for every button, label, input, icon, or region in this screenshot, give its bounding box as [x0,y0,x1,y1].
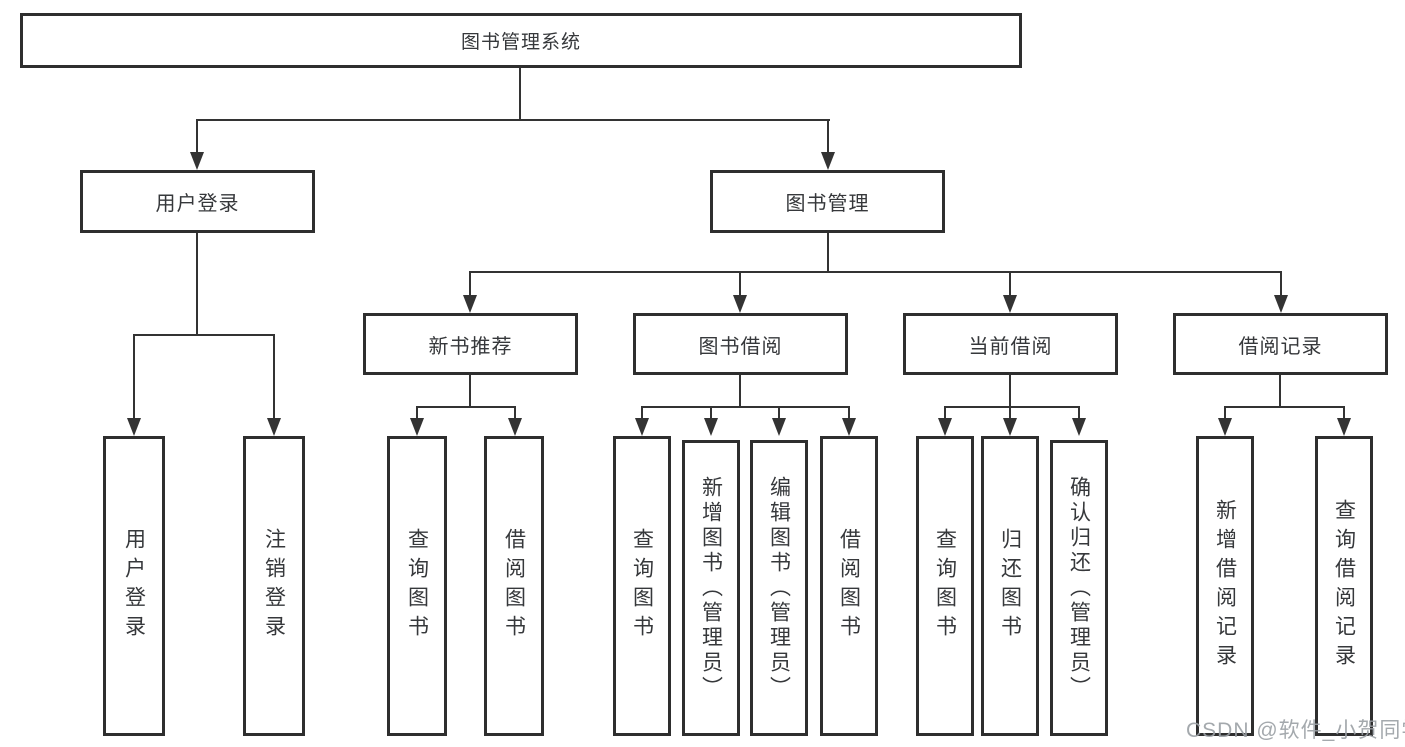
leaf-bb-add-book-admin: 新增图书（管理员） [682,440,740,736]
connector-stem [514,406,516,422]
arrowhead-down-icon [1003,295,1017,313]
arrowhead-down-icon [1337,418,1351,436]
node-label: 新增借阅记录 [1213,499,1237,673]
csdn-watermark: CSDN @软件_小贺同学 [1186,719,1405,742]
arrowhead-down-icon [772,418,786,436]
connector-stem-current-borrow [1009,271,1011,299]
connector-stem [1224,406,1226,422]
leaf-bb-query-book: 查询图书 [613,436,671,736]
arrowhead-down-icon [1274,295,1288,313]
node-label: 图书借阅 [698,335,783,358]
node-label: 注销登录 [262,528,286,644]
node-label: 用户登录 [122,528,146,644]
node-label: 用户登录 [155,193,240,215]
arrowhead-down-icon [1072,418,1086,436]
connector-stem [848,406,850,422]
node-new-book-recommend: 新书推荐 [363,313,578,375]
leaf-bb-edit-book-admin: 编辑图书（管理员） [750,440,808,736]
node-book-management: 图书管理 [710,170,945,233]
connector-book-management-trunk [827,233,829,272]
node-label: 借阅图书 [837,528,861,644]
connector-stem [944,406,946,422]
connector-stem [416,406,418,422]
node-label: 图书管理系统 [460,32,581,53]
node-label: 查询图书 [630,528,654,644]
connector-stem [778,406,780,422]
connector-bb-bus [641,406,850,408]
connector-cb-bus [944,406,1080,408]
leaf-nbr-query-book: 查询图书 [387,436,447,736]
arrowhead-down-icon [821,152,835,170]
connector-stem [641,406,643,422]
arrowhead-down-icon [410,418,424,436]
connector-nbr-trunk [469,375,471,408]
connector-nbr-bus [416,406,516,408]
arrowhead-down-icon [842,418,856,436]
connector-root-bus [196,119,830,121]
leaf-cb-return-book: 归还图书 [981,436,1039,736]
node-book-borrow: 图书借阅 [633,313,848,375]
arrowhead-down-icon [1218,418,1232,436]
leaf-br-query-record: 查询借阅记录 [1315,436,1373,736]
node-label: 归还图书 [998,528,1022,644]
arrowhead-down-icon [704,418,718,436]
connector-book-management-bus [469,271,1282,273]
node-label: 查询图书 [933,528,957,644]
connector-stem-book-borrow [739,271,741,299]
leaf-br-add-record: 新增借阅记录 [1196,436,1254,736]
node-user-login: 用户登录 [80,170,315,233]
arrowhead-down-icon [508,418,522,436]
connector-br-bus [1224,406,1345,408]
node-label: 借阅图书 [502,528,526,644]
connector-stem-leaf-login [133,334,135,419]
connector-br-trunk [1279,375,1281,408]
connector-stem [1009,406,1011,422]
leaf-logout: 注销登录 [243,436,305,736]
node-label: 编辑图书（管理员） [767,475,791,701]
node-label: 确认归还（管理员） [1067,475,1091,701]
arrowhead-down-icon [1003,418,1017,436]
arrowhead-down-icon [938,418,952,436]
connector-stem [710,406,712,422]
connector-stem [1343,406,1345,422]
node-borrow-record: 借阅记录 [1173,313,1388,375]
leaf-nbr-borrow-book: 借阅图书 [484,436,544,736]
arrowhead-down-icon [635,418,649,436]
leaf-user-login: 用户登录 [103,436,165,736]
node-label: 查询借阅记录 [1332,499,1356,673]
connector-cb-trunk [1009,375,1011,408]
leaf-cb-confirm-return-admin: 确认归还（管理员） [1050,440,1108,736]
connector-user-login-bus [133,334,275,336]
connector-bb-trunk [739,375,741,408]
arrowhead-down-icon [733,295,747,313]
node-label: 新增图书（管理员） [699,475,723,701]
connector-root-trunk [519,68,521,120]
node-label: 借阅记录 [1238,335,1323,358]
node-label: 当前借阅 [968,335,1053,358]
node-label: 图书管理 [785,193,870,215]
arrowhead-down-icon [190,152,204,170]
connector-stem [1078,406,1080,422]
node-label: 新书推荐 [428,335,513,358]
connector-stem-leaf-logout [273,334,275,419]
connector-stem-new-book-recommend [469,271,471,299]
leaf-cb-query-book: 查询图书 [916,436,974,736]
node-root-library-management-system: 图书管理系统 [20,13,1022,68]
connector-stem-user-login [196,119,198,159]
arrowhead-down-icon [463,295,477,313]
connector-stem-book-management [827,119,829,159]
connector-user-login-trunk [196,233,198,335]
node-label: 查询图书 [405,528,429,644]
node-current-borrow: 当前借阅 [903,313,1118,375]
arrowhead-down-icon [127,418,141,436]
connector-stem-borrow-record [1280,271,1282,299]
arrowhead-down-icon [267,418,281,436]
leaf-bb-borrow-book: 借阅图书 [820,436,878,736]
